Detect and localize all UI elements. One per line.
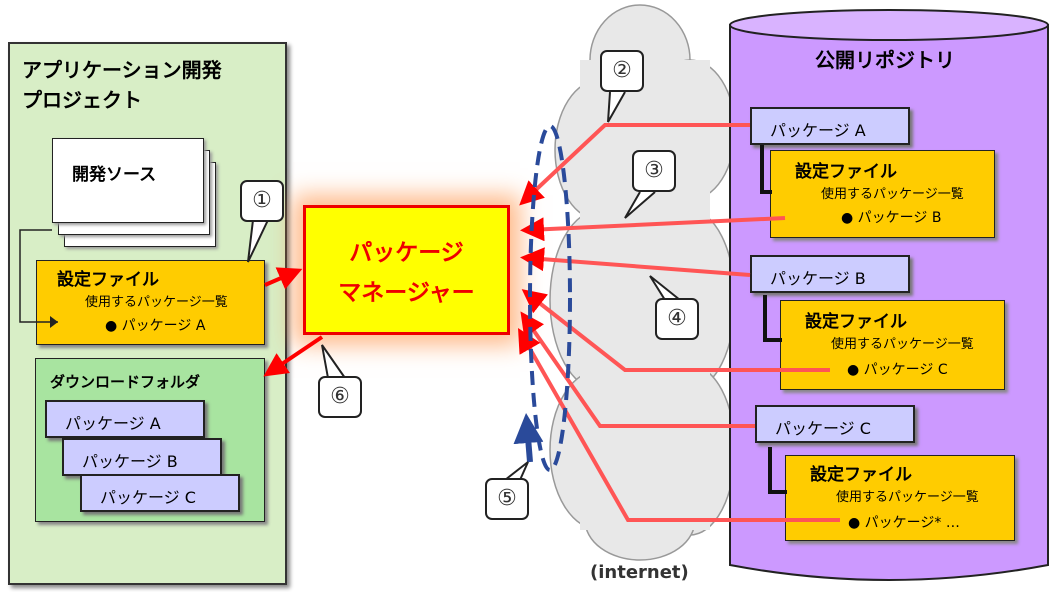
- callout-tails: [247, 91, 681, 481]
- arrow-save: [263, 335, 324, 377]
- recursion-dashed-ellipse: [528, 124, 572, 472]
- source-page-1: [52, 138, 204, 223]
- repo-connectors: [760, 145, 787, 494]
- package-manager-line2: マネージャー: [338, 280, 475, 306]
- line-config-b: [521, 289, 830, 372]
- config-subtitle: 使用するパッケージ一覧: [831, 337, 974, 352]
- repo-package-b-config: 設定ファイル 使用するパッケージ一覧 ● パッケージ C: [780, 300, 1005, 390]
- step-4-callout: ④: [655, 298, 699, 340]
- config-title: 設定ファイル: [795, 162, 897, 182]
- step-6-callout: ⑥: [318, 376, 362, 418]
- step-3-callout: ③: [632, 150, 676, 192]
- repo-package-c-config: 設定ファイル 使用するパッケージ一覧 ● パッケージ* …: [785, 455, 1015, 541]
- download-folder-title: ダウンロードフォルダ: [50, 373, 201, 391]
- line-config-c: [518, 328, 840, 522]
- repo-package-b: パッケージ B: [750, 255, 910, 293]
- internet-label: (internet): [590, 562, 689, 583]
- line-config-a: [520, 216, 786, 242]
- repository-title: 公開リポジトリ: [815, 48, 955, 72]
- downloaded-package-a: パッケージ A: [45, 400, 205, 438]
- source-link-connector: [19, 229, 58, 323]
- line-repo-a: [519, 123, 750, 206]
- config-title: 設定ファイル: [805, 312, 907, 332]
- line-repo-b: [520, 247, 751, 277]
- line-repo-c: [520, 311, 755, 428]
- step-5-callout: ⑤: [485, 478, 529, 520]
- arrow-install: [264, 267, 303, 290]
- config-item: ● パッケージ* …: [848, 515, 960, 531]
- package-manager-line1: パッケージ: [349, 240, 464, 266]
- package-manager: パッケージ マネージャー: [303, 205, 510, 335]
- step-2-callout: ②: [600, 50, 644, 92]
- step-1-callout: ①: [240, 180, 284, 222]
- recursion-arrow: [513, 413, 544, 463]
- config-item: ● パッケージ C: [847, 362, 948, 378]
- config-subtitle: 使用するパッケージ一覧: [85, 295, 228, 310]
- internet-cloud: [549, 4, 736, 561]
- config-subtitle: 使用するパッケージ一覧: [821, 187, 964, 202]
- repo-package-a-config: 設定ファイル 使用するパッケージ一覧 ● パッケージ B: [770, 150, 995, 238]
- config-item: ● パッケージ B: [841, 210, 942, 226]
- downloaded-package-c: パッケージ C: [80, 474, 240, 512]
- project-title-line1: アプリケーション開発: [22, 58, 222, 82]
- repo-package-a: パッケージ A: [750, 107, 910, 145]
- config-item: ● パッケージ A: [105, 318, 206, 334]
- source-label: 開発ソース: [72, 165, 157, 185]
- project-config-file: 設定ファイル 使用するパッケージ一覧 ● パッケージ A: [36, 260, 265, 345]
- config-subtitle: 使用するパッケージ一覧: [836, 490, 979, 505]
- repo-package-c: パッケージ C: [755, 405, 915, 443]
- config-title: 設定ファイル: [57, 270, 159, 290]
- config-title: 設定ファイル: [810, 465, 912, 485]
- project-title-line2: プロジェクト: [22, 88, 142, 112]
